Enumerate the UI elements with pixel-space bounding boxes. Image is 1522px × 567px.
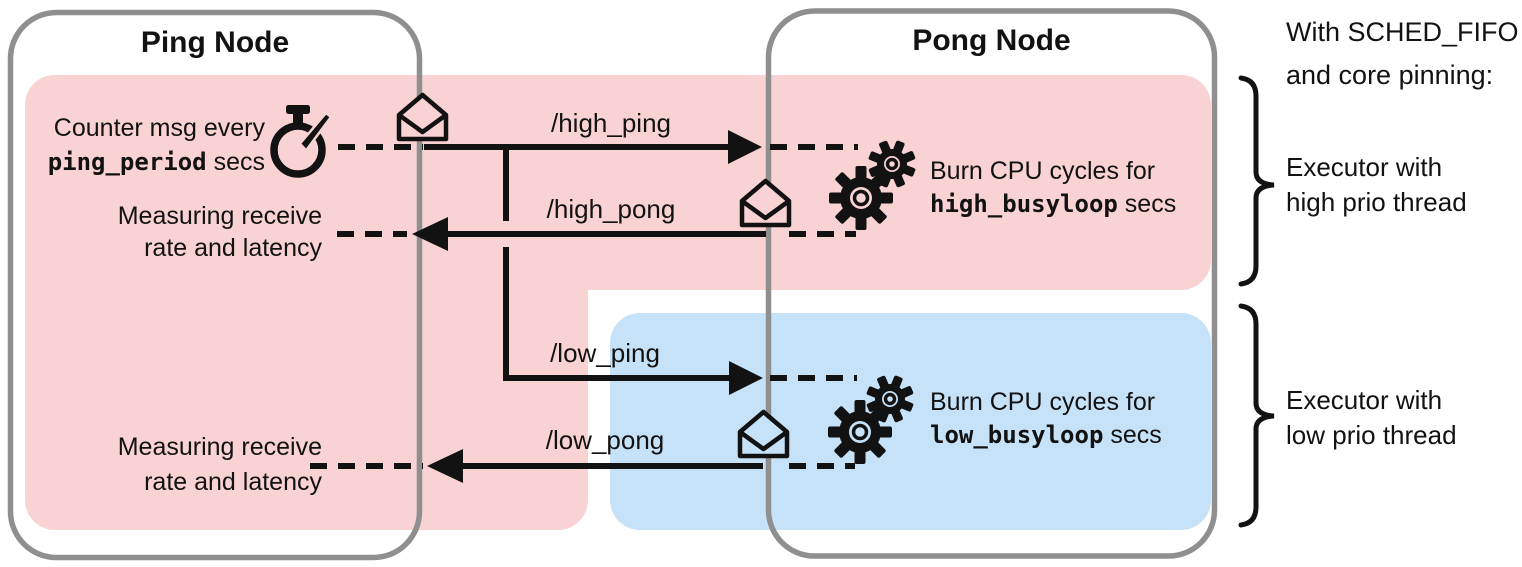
- topic-label-low-pong: /low_pong: [545, 425, 665, 455]
- low-priority-region: [610, 313, 1211, 530]
- timer-caption-line1: Counter msg every: [53, 114, 265, 142]
- high-pong-arrow: [337, 217, 856, 251]
- annotation-heading-line1: With SCHED_FIFO: [1286, 17, 1519, 47]
- measure-caption-high: Measuring receive rate and latency: [72, 200, 322, 264]
- topic-label-high-ping: /high_ping: [551, 108, 671, 138]
- envelope-icon: [399, 95, 446, 139]
- executor-high-line2: high prio thread: [1286, 187, 1467, 217]
- low-pong-arrow: [310, 449, 855, 483]
- curly-brace-high-executor: [1238, 75, 1275, 287]
- burn-high-suffix: secs: [1117, 190, 1177, 218]
- burn-caption-high: Burn CPU cycles for high_busyloop secs: [930, 155, 1176, 221]
- gears-icon: [829, 140, 916, 230]
- topic-label-high-pong: /high_pong: [546, 194, 676, 224]
- topic-label-low-ping: /low_ping: [550, 338, 660, 368]
- executor-high-label: Executor with high prio thread: [1286, 150, 1467, 220]
- low-ping-branch-arrow: [503, 150, 857, 395]
- gears-icon: [828, 375, 914, 464]
- measure-low-line2: rate and latency: [144, 468, 322, 496]
- envelope-icon: [740, 412, 787, 456]
- timer-caption-line2: ping_period secs: [15, 145, 265, 179]
- ping-period-param: ping_period: [47, 148, 207, 176]
- low-busyloop-param: low_busyloop: [930, 421, 1104, 449]
- executor-low-line2: low prio thread: [1286, 420, 1457, 450]
- burn-low-suffix: secs: [1103, 421, 1162, 449]
- high-ping-arrow: [338, 130, 858, 164]
- pong-node-box: [765, 8, 1218, 559]
- executor-low-line1: Executor with: [1286, 385, 1443, 415]
- ping-node-title: Ping Node: [140, 26, 290, 59]
- annotation-heading-line2: and core pinning:: [1286, 60, 1494, 90]
- burn-high-line1: Burn CPU cycles for: [930, 157, 1156, 185]
- stopwatch-icon: [270, 105, 333, 178]
- annotation-heading: With SCHED_FIFO and core pinning:: [1286, 11, 1519, 97]
- executor-low-label: Executor with low prio thread: [1286, 383, 1457, 453]
- high-busyloop-param: high_busyloop: [930, 190, 1118, 218]
- pong-node-title: Pong Node: [912, 24, 1071, 57]
- timer-caption: Counter msg every ping_period secs: [15, 111, 265, 179]
- curly-brace-low-executor: [1238, 303, 1275, 528]
- measure-high-line1: Measuring receive: [117, 202, 322, 230]
- measure-caption-low: Measuring receive rate and latency: [72, 430, 322, 500]
- burn-low-line2: low_busyloop secs: [930, 419, 1162, 452]
- envelope-icon: [742, 181, 789, 225]
- burn-caption-low: Burn CPU cycles for low_busyloop secs: [930, 386, 1162, 452]
- burn-high-line2: high_busyloop secs: [930, 188, 1176, 221]
- burn-low-line1: Burn CPU cycles for: [930, 388, 1156, 416]
- measure-low-line1: Measuring receive: [117, 433, 322, 461]
- measure-high-line2: rate and latency: [144, 234, 322, 262]
- timer-caption-suffix: secs: [206, 148, 265, 176]
- ping-node-box: [7, 9, 423, 561]
- executor-high-line1: Executor with: [1286, 152, 1443, 182]
